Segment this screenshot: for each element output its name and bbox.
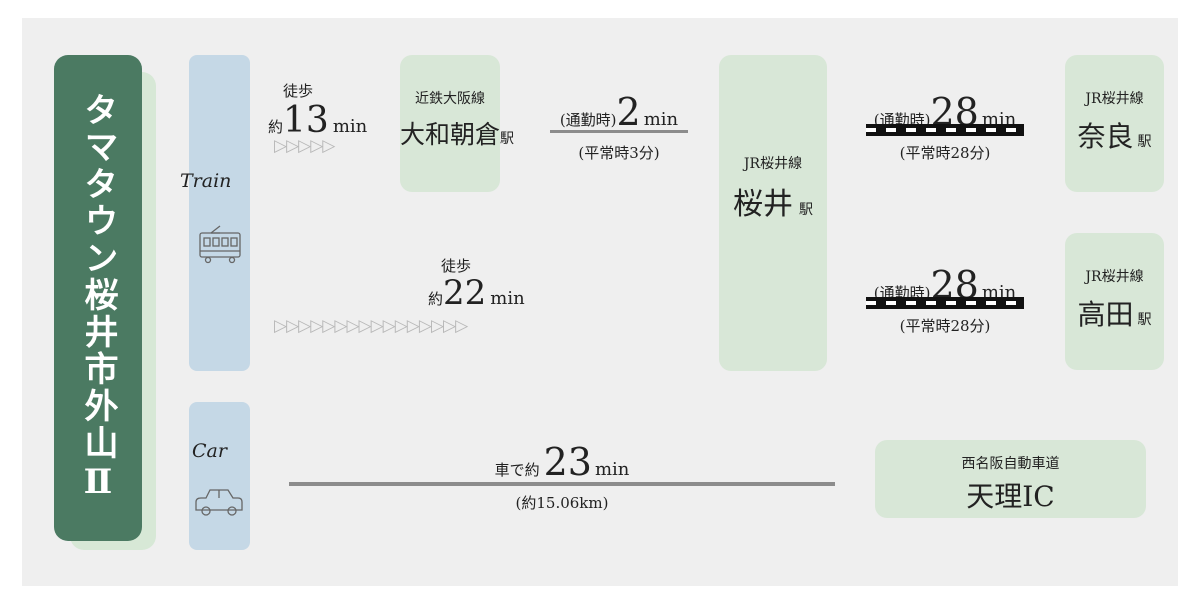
sakurai-name-row: 桜井駅 [719,179,827,223]
interchange-tenri: 西名阪自動車道 天理IC [875,440,1146,518]
sakurai-eki: 駅 [799,202,813,218]
station-nara: JR桜井線 奈良駅 [1065,55,1164,192]
train-column [189,55,250,371]
sakurai-name: 桜井 [733,187,793,222]
walk22-label: 徒歩 [441,257,472,275]
walk13-unit: min [332,116,368,137]
car-distance: (約15.06km) [515,494,609,512]
walk13-prefix: 約 [268,118,284,136]
nara-line: JR桜井線 [1085,91,1144,107]
seg-sakurai-line [550,130,688,133]
walk13-number: 13 [283,100,329,141]
car-label: Car [192,440,227,462]
takada-eki: 駅 [1137,312,1152,328]
walk13-arrow-icon: ▷▷▷▷▷ [274,136,335,156]
sakurai-line: JR桜井線 [743,156,803,172]
seg-nara-normal: (平常時28分) [899,144,991,162]
train-label: Train [180,170,232,192]
takada-name: 高田 [1077,298,1134,331]
walk22-prefix: 約 [428,290,444,308]
nara-eki: 駅 [1137,134,1152,150]
seg-sakurai-commute: (通勤時) [559,111,617,129]
seg-takada-rail [866,297,1024,309]
property-tag: タマタウン桜井市外山Ⅱ [54,55,142,541]
car-prefix: 車で約 [494,461,540,479]
car-icon [195,489,243,516]
car-column [189,402,250,550]
walk22-arrow-icon: ▷▷▷▷▷▷▷▷▷▷▷▷▷▷▷▷ [274,316,468,336]
seg-sakurai-number: 2 [616,90,641,134]
car-route-line [289,482,835,486]
nara-name: 奈良 [1077,120,1134,153]
nara-name-row: 奈良駅 [1065,115,1164,155]
train-icon [199,225,241,264]
seg-nara-rail [866,124,1024,136]
tenri-road: 西名阪自動車道 [961,456,1060,472]
car-number: 23 [543,440,592,484]
station-takada: JR桜井線 高田駅 [1065,233,1164,370]
walk22-unit: min [490,288,525,309]
station-sakurai: JR桜井線 桜井駅 [719,55,827,371]
yamato-name: 大和朝倉 [400,120,501,149]
yamato-name-row: 大和朝倉駅 [400,115,514,151]
walk13-label: 徒歩 [283,82,314,100]
seg-takada-normal: (平常時28分) [899,317,991,335]
car-unit: min [594,459,630,480]
takada-name-row: 高田駅 [1065,293,1164,333]
yamato-line: 近鉄大阪線 [415,91,485,107]
seg-sakurai-normal: (平常時3分) [578,144,660,162]
walk22-number: 22 [443,273,487,313]
yamato-eki: 駅 [500,131,515,147]
property-name: タマタウン桜井市外山Ⅱ [78,91,118,505]
station-yamato-asakura: 近鉄大阪線 大和朝倉駅 [400,55,514,192]
tenri-name: 天理IC [966,480,1055,513]
seg-sakurai-unit: min [643,109,679,130]
takada-line: JR桜井線 [1085,269,1144,285]
